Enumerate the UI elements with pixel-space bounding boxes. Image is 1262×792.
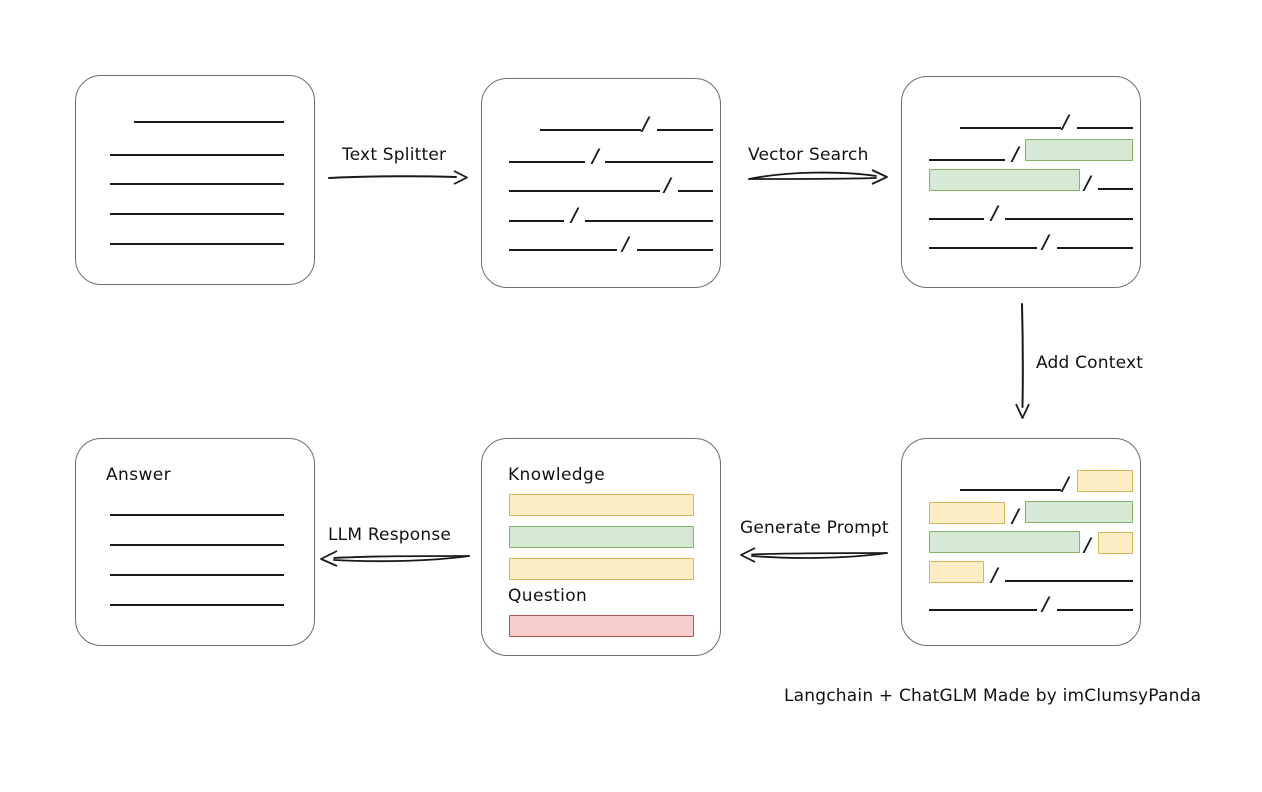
chunk-segment <box>1057 247 1133 249</box>
chunk-segment <box>1098 188 1133 190</box>
context-chunks-content: / / / / / <box>902 439 1140 645</box>
chunk-segment <box>509 190 660 192</box>
chunk-separator: / <box>1012 143 1019 165</box>
text-line <box>134 121 284 123</box>
chunk-segment <box>657 129 713 131</box>
edge-label-generate-prompt: Generate Prompt <box>740 518 889 538</box>
chunk-highlight-yellow <box>1077 470 1133 492</box>
chunk-segment <box>637 249 713 251</box>
text-line <box>110 604 284 606</box>
edge-label-vector-search: Vector Search <box>748 145 869 165</box>
chunk-separator: / <box>991 202 998 224</box>
chunk-segment <box>1077 127 1133 129</box>
text-line <box>110 154 284 156</box>
diagram-caption: Langchain + ChatGLM Made by imClumsyPand… <box>784 686 1202 706</box>
chunk-segment <box>960 489 1061 491</box>
chunk-separator: / <box>1062 473 1069 495</box>
chunk-separator: / <box>1012 505 1019 527</box>
question-bar-red <box>509 615 694 637</box>
chunk-highlight-green <box>1025 139 1133 161</box>
text-line <box>110 544 284 546</box>
knowledge-bar-yellow <box>509 558 694 580</box>
chunk-segment <box>540 129 641 131</box>
arrow-text-splitter <box>328 170 468 185</box>
node-source-document[interactable] <box>75 75 315 285</box>
chunk-segment <box>1005 218 1133 220</box>
node-split-chunks[interactable]: / / / / / <box>481 78 721 288</box>
chunk-highlight-yellow <box>929 502 1005 524</box>
chunk-separator: / <box>991 564 998 586</box>
chunk-segment <box>929 247 1037 249</box>
chunk-separator: / <box>592 145 599 167</box>
chunk-segment <box>509 161 585 163</box>
chunk-segment <box>960 127 1061 129</box>
chunk-segment <box>605 161 713 163</box>
chunk-separator: / <box>1042 593 1049 615</box>
chunk-segment <box>929 159 1005 161</box>
chunk-highlight-green <box>929 169 1080 191</box>
chunk-highlight-green <box>1025 501 1133 523</box>
edge-label-add-context: Add Context <box>1036 353 1144 373</box>
answer-content: Answer <box>76 439 314 645</box>
chunk-segment <box>509 220 564 222</box>
retrieved-chunks-content: / / / / / <box>902 77 1140 287</box>
arrow-generate-prompt <box>740 547 888 563</box>
chunk-highlight-green <box>929 531 1080 553</box>
chunk-separator: / <box>571 204 578 226</box>
chunk-highlight-yellow <box>1098 532 1133 554</box>
chunk-segment <box>1005 580 1133 582</box>
knowledge-bar-green <box>509 526 694 548</box>
text-line <box>110 514 284 516</box>
prompt-content: Knowledge Question <box>482 439 720 655</box>
chunk-separator: / <box>664 174 671 196</box>
answer-label: Answer <box>106 465 172 485</box>
edge-label-llm-response: LLM Response <box>328 525 452 545</box>
text-line <box>110 243 284 245</box>
text-line <box>110 574 284 576</box>
text-line <box>110 183 284 185</box>
node-context-chunks[interactable]: / / / / / <box>901 438 1141 646</box>
knowledge-bar-yellow <box>509 494 694 516</box>
chunk-segment <box>509 249 617 251</box>
text-line <box>110 213 284 215</box>
chunk-separator: / <box>1042 231 1049 253</box>
prompt-question-label: Question <box>508 586 588 606</box>
chunk-segment <box>678 190 713 192</box>
chunk-separator: / <box>1084 172 1091 194</box>
node-retrieved-chunks[interactable]: / / / / / <box>901 76 1141 288</box>
node-prompt[interactable]: Knowledge Question <box>481 438 721 656</box>
chunk-segment <box>929 609 1037 611</box>
chunk-separator: / <box>1084 534 1091 556</box>
chunk-segment <box>929 218 984 220</box>
chunk-segment <box>1057 609 1133 611</box>
source-document-content <box>76 76 314 284</box>
chunk-segment <box>585 220 713 222</box>
chunk-highlight-yellow <box>929 561 984 583</box>
arrow-llm-response <box>320 550 470 567</box>
edge-label-text-splitter: Text Splitter <box>342 145 447 165</box>
split-chunks-content: / / / / / <box>482 79 720 287</box>
prompt-knowledge-label: Knowledge <box>508 465 606 485</box>
chunk-separator: / <box>642 113 649 135</box>
arrow-add-context <box>1015 303 1030 419</box>
chunk-separator: / <box>1062 111 1069 133</box>
chunk-separator: / <box>622 233 629 255</box>
arrow-vector-search <box>748 169 888 185</box>
node-answer[interactable]: Answer <box>75 438 315 646</box>
